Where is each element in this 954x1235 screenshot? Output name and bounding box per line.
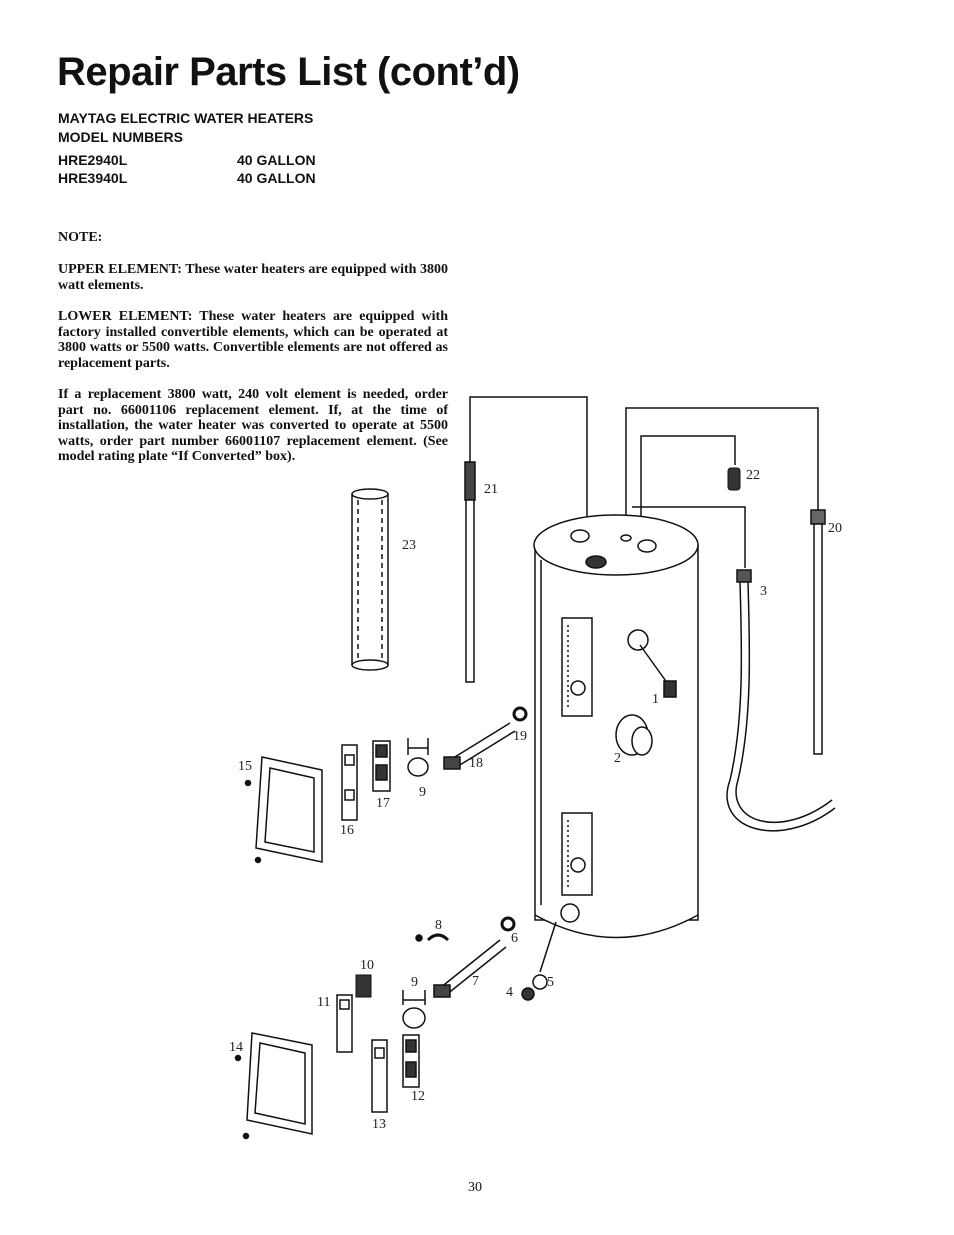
thermostat-bracket [402, 990, 426, 1029]
lower-thermostat-insulation [336, 994, 353, 1053]
upper-heating-element [443, 722, 516, 770]
wire-connector [415, 933, 450, 942]
callout-21: 21 [484, 482, 498, 497]
element-gasket [500, 916, 516, 932]
callout-13: 13 [372, 1117, 386, 1132]
lower-heating-element [433, 939, 507, 998]
callout-10: 10 [360, 958, 374, 973]
insulation-sleeve [351, 488, 389, 671]
page-title: Repair Parts List (cont’d) [57, 50, 520, 94]
callout-9: 9 [411, 975, 418, 990]
lower-thermostat [402, 1034, 420, 1088]
callout-19: 19 [513, 729, 527, 744]
callout-6: 6 [511, 931, 518, 946]
leader-line [469, 396, 588, 540]
callout-20: 20 [828, 521, 842, 536]
flex-tube [726, 569, 836, 832]
model-number: HRE3940L [58, 170, 128, 186]
callout-17: 17 [376, 796, 390, 811]
leader-line [625, 407, 819, 520]
outlet-fitting [615, 714, 653, 756]
callout-16: 16 [340, 823, 354, 838]
note-heading: NOTE: [58, 230, 103, 245]
dip-tube [810, 509, 826, 755]
callout-15: 15 [238, 759, 252, 774]
callout-9: 9 [419, 785, 426, 800]
lower-element-note: LOWER ELEMENT: These water heaters are e… [58, 309, 448, 371]
lower-thermostat-cover [371, 1039, 388, 1113]
lower-access-cover [234, 1032, 313, 1140]
callout-7: 7 [472, 974, 479, 989]
callout-1: 1 [652, 692, 659, 707]
callout-5: 5 [547, 975, 554, 990]
callout-8: 8 [435, 918, 442, 933]
callout-23: 23 [402, 538, 416, 553]
callout-12: 12 [411, 1089, 425, 1104]
model-capacity: 40 GALLON [237, 152, 316, 168]
callout-18: 18 [469, 756, 483, 771]
page-number: 30 [468, 1180, 482, 1195]
anode-rod [464, 461, 476, 683]
thermostat-terminal [355, 974, 372, 998]
callout-2: 2 [614, 751, 621, 766]
upper-access-cover [244, 756, 323, 864]
model-row: HRE2940L 40 GALLON [58, 152, 358, 168]
upper-thermostat [372, 740, 391, 792]
heat-trap-nipple [727, 467, 741, 491]
replacement-element-note: If a replacement 3800 watt, 240 volt ele… [58, 387, 448, 464]
callout-4: 4 [506, 985, 513, 1000]
subtitle-brand: MAYTAG ELECTRIC WATER HEATERS [58, 110, 314, 126]
thermostat-bracket [407, 738, 429, 777]
relief-valve [639, 644, 677, 698]
model-capacity: 40 GALLON [237, 170, 316, 186]
subtitle-model-numbers: MODEL NUMBERS [58, 129, 183, 145]
leader-line [632, 506, 746, 568]
callout-3: 3 [760, 584, 767, 599]
water-heater-tank [533, 514, 699, 939]
callout-14: 14 [229, 1040, 243, 1055]
upper-element-note: UPPER ELEMENT: These water heaters are e… [58, 262, 448, 293]
model-row: HRE3940L 40 GALLON [58, 170, 358, 186]
callout-11: 11 [317, 995, 331, 1010]
thermostat-insulation [341, 744, 358, 821]
model-number: HRE2940L [58, 152, 128, 168]
callout-22: 22 [746, 468, 760, 483]
element-gasket [512, 706, 528, 722]
drain-valve [521, 921, 557, 1001]
leader-line [640, 435, 736, 548]
